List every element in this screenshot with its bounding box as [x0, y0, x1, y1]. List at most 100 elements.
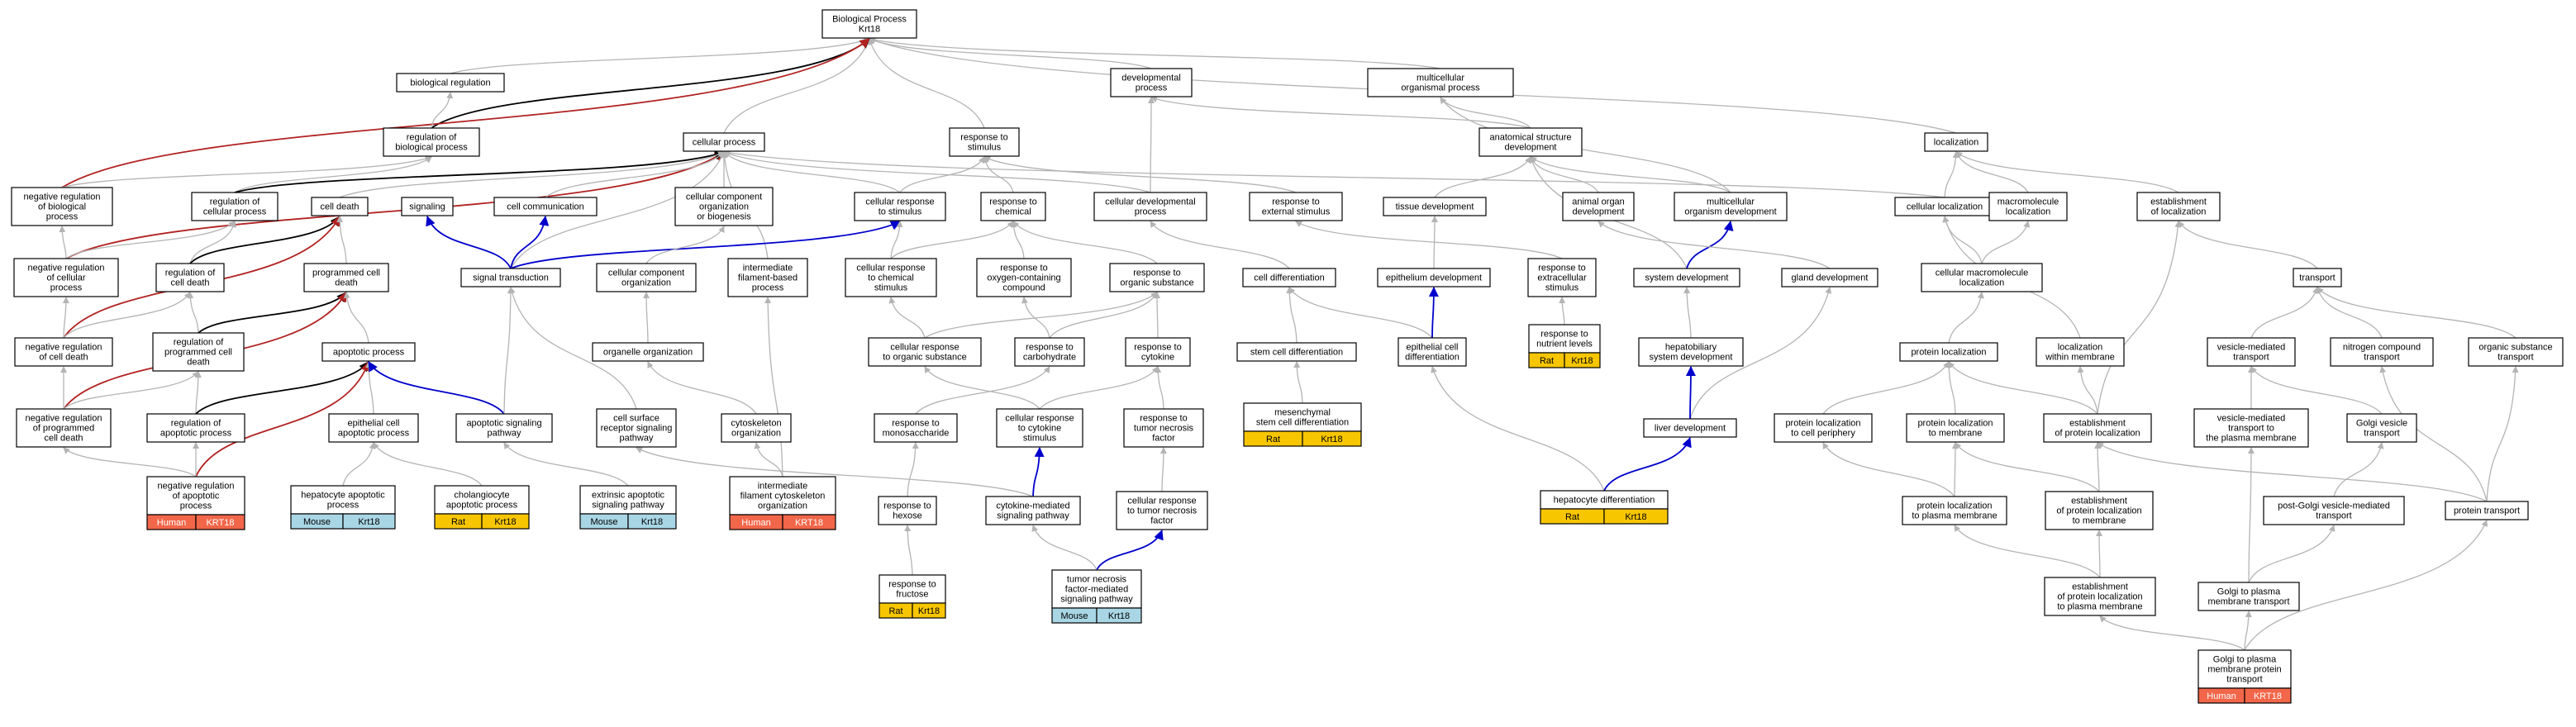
go-term-node-orgorg[interactable]: organelle organization [592, 342, 704, 362]
go-term-node-signaltrans[interactable]: signal transduction [460, 268, 561, 287]
node-box [1236, 342, 1357, 362]
go-term-node-liverdev[interactable]: liver development [1643, 418, 1737, 438]
go-term-node-glanddev[interactable]: gland development [1781, 268, 1878, 287]
go-term-node-apoproc[interactable]: apoptotic process [321, 342, 416, 362]
go-term-node-localization[interactable]: localization [1924, 132, 1988, 152]
go-term-node-cellproc[interactable]: cellular process [683, 132, 765, 152]
node-box [2263, 496, 2405, 525]
go-term-node-tissuedev[interactable]: tissue development [1383, 197, 1487, 216]
go-term-node-transport[interactable]: transport [2293, 268, 2342, 287]
edge-negregbp-to-regbp [61, 155, 432, 188]
go-term-node-stemdiff[interactable]: stem cell differentiation [1236, 342, 1357, 362]
go-term-node-celldiff[interactable]: cell differentiation [1242, 268, 1336, 287]
go-term-node-epithdev[interactable]: epithelium development [1377, 268, 1491, 287]
node-box [1249, 192, 1343, 221]
node-label-line: apoptotic process [446, 501, 518, 511]
species-label: Human [157, 518, 186, 528]
go-term-node-bioreg[interactable]: biological regulation [396, 73, 505, 93]
go-term-node-signaling[interactable]: signaling [401, 197, 454, 216]
go-term-node-celldeath[interactable]: cell death [311, 197, 369, 216]
node-box [683, 132, 765, 152]
go-term-node-protloc[interactable]: protein localization [1899, 342, 1998, 362]
go-term-node-cellcomm[interactable]: cell communication [493, 197, 598, 216]
node-label-line: regulation of [165, 268, 216, 278]
go-term-node-prottrans[interactable]: protein transport [2445, 501, 2529, 520]
go-term-node-cellloc[interactable]: cellular localization [1894, 197, 1995, 216]
edge-cellproc-to-bp [723, 38, 871, 134]
go-term-node-sysdev[interactable]: system development [1633, 268, 1740, 287]
